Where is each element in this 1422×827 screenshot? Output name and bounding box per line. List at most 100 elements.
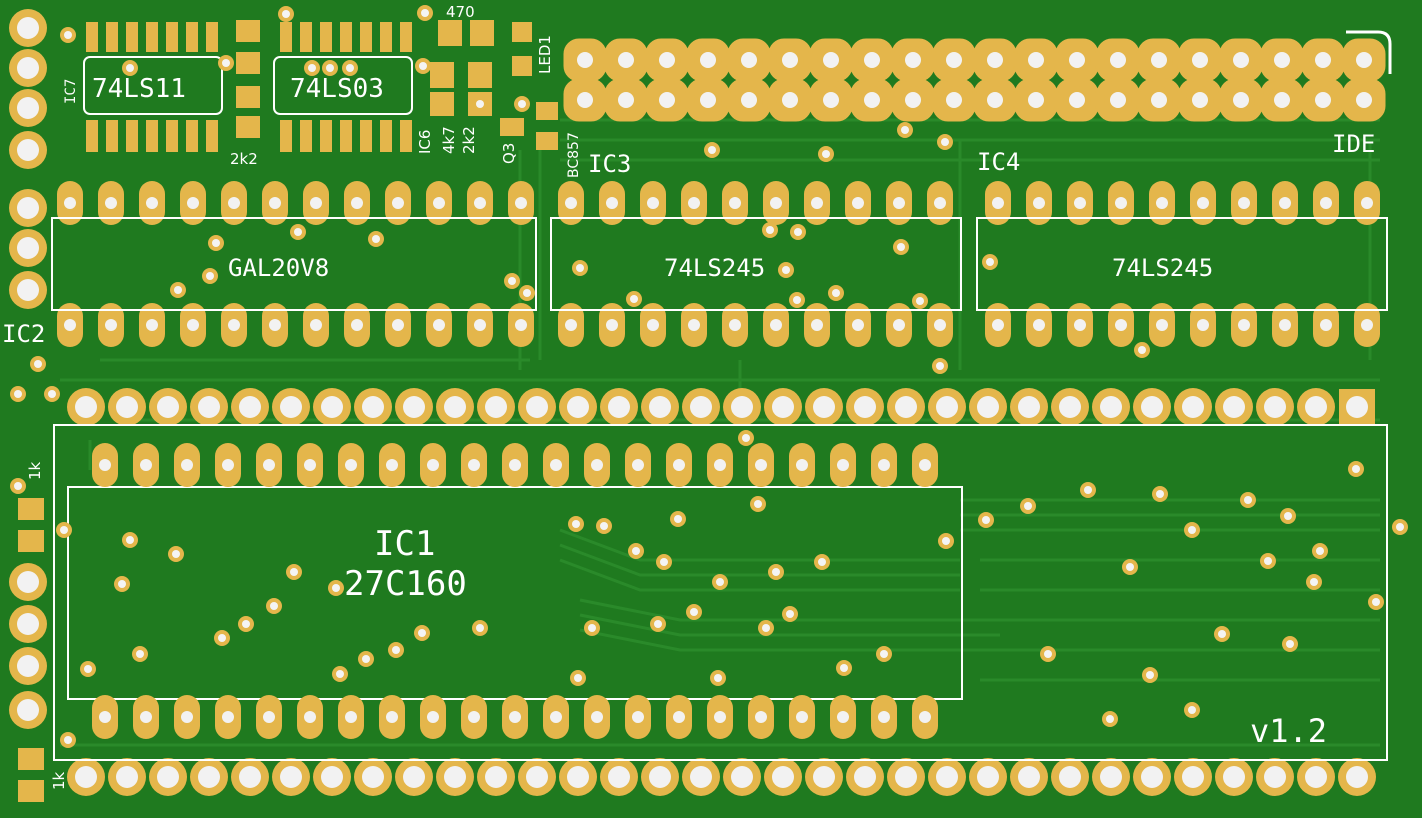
via bbox=[519, 285, 535, 301]
via bbox=[778, 262, 794, 278]
ic1-pin bbox=[666, 695, 692, 739]
ide-pin bbox=[850, 38, 894, 82]
socket-pin bbox=[600, 388, 638, 426]
via bbox=[626, 291, 642, 307]
dip-pin bbox=[1149, 181, 1175, 225]
ide-pin bbox=[1342, 38, 1386, 82]
ic6-ref: IC6 bbox=[416, 130, 434, 154]
ide-pin bbox=[1301, 38, 1345, 82]
socket-pin bbox=[477, 388, 515, 426]
via bbox=[836, 660, 852, 676]
left-pin bbox=[9, 9, 47, 47]
via bbox=[704, 142, 720, 158]
via bbox=[710, 670, 726, 686]
via bbox=[912, 293, 928, 309]
dip-pin bbox=[221, 303, 247, 347]
ide-pin bbox=[563, 38, 607, 82]
via bbox=[122, 532, 138, 548]
ide-pin bbox=[891, 78, 935, 122]
ic1-pin bbox=[871, 443, 897, 487]
via bbox=[417, 5, 433, 21]
via bbox=[1184, 702, 1200, 718]
dip-pin bbox=[927, 181, 953, 225]
dip-pin bbox=[804, 181, 830, 225]
via bbox=[768, 564, 784, 580]
via bbox=[876, 646, 892, 662]
socket-pin bbox=[1051, 758, 1089, 796]
socket-pin bbox=[231, 758, 269, 796]
soic-pad bbox=[400, 120, 412, 152]
dip-pin bbox=[508, 303, 534, 347]
socket-pin bbox=[190, 388, 228, 426]
dip-pin bbox=[57, 181, 83, 225]
via bbox=[1122, 559, 1138, 575]
soic-pad bbox=[106, 22, 118, 52]
ic7-value: 74LS11 bbox=[92, 74, 186, 104]
ide-pin bbox=[1260, 38, 1304, 82]
dip-pin bbox=[262, 181, 288, 225]
ide-pin bbox=[1260, 78, 1304, 122]
via bbox=[1282, 636, 1298, 652]
ic1-pin bbox=[666, 443, 692, 487]
r-4k7-label: 4k7 bbox=[440, 126, 458, 154]
ide-pin bbox=[604, 38, 648, 82]
ide-pin bbox=[809, 78, 853, 122]
ide-pin bbox=[1055, 38, 1099, 82]
soic-pad bbox=[126, 22, 138, 52]
ic4-value: 74LS245 bbox=[1112, 254, 1213, 282]
socket-pin bbox=[846, 388, 884, 426]
soic-pad bbox=[146, 22, 158, 52]
ic1-pin bbox=[707, 443, 733, 487]
dip-pin bbox=[1067, 181, 1093, 225]
left-pin bbox=[9, 229, 47, 267]
ide-pin bbox=[1055, 78, 1099, 122]
via bbox=[1392, 519, 1408, 535]
ic1-pin bbox=[625, 695, 651, 739]
ide-pin bbox=[1014, 38, 1058, 82]
dip-pin bbox=[1108, 303, 1134, 347]
via bbox=[750, 496, 766, 512]
via bbox=[472, 620, 488, 636]
ide-pin bbox=[645, 38, 689, 82]
ide-pin bbox=[1096, 78, 1140, 122]
soic-pad bbox=[166, 120, 178, 152]
dip-pin bbox=[599, 181, 625, 225]
ide-pin bbox=[1137, 38, 1181, 82]
socket-pin bbox=[805, 388, 843, 426]
socket-pin bbox=[928, 758, 966, 796]
dip-pin bbox=[1231, 303, 1257, 347]
dip-pin bbox=[558, 303, 584, 347]
soic-pad bbox=[166, 22, 178, 52]
via bbox=[814, 554, 830, 570]
soic-pad bbox=[186, 120, 198, 152]
ic1-pin bbox=[174, 695, 200, 739]
dip-pin bbox=[763, 181, 789, 225]
via bbox=[1312, 543, 1328, 559]
dip-pin bbox=[385, 303, 411, 347]
ic1-pin bbox=[133, 443, 159, 487]
dip-pin bbox=[180, 303, 206, 347]
via bbox=[388, 642, 404, 658]
dip-pin bbox=[1149, 303, 1175, 347]
ic1-ref: IC1 bbox=[374, 524, 435, 564]
socket-pin bbox=[1256, 758, 1294, 796]
ic-74ls03-value: 74LS03 bbox=[290, 74, 384, 104]
via bbox=[978, 512, 994, 528]
ic3-ref: IC3 bbox=[588, 150, 631, 178]
ic1-pin bbox=[215, 695, 241, 739]
ide-pin bbox=[932, 38, 976, 82]
ide-pin bbox=[1014, 78, 1058, 122]
ic1-pin bbox=[871, 695, 897, 739]
dip-pin bbox=[558, 181, 584, 225]
ic1-pin bbox=[748, 695, 774, 739]
ic2-value: GAL20V8 bbox=[228, 254, 329, 282]
ide-pin bbox=[973, 38, 1017, 82]
ic1-pin bbox=[502, 443, 528, 487]
via bbox=[628, 543, 644, 559]
dip-pin bbox=[722, 303, 748, 347]
socket-pin bbox=[149, 388, 187, 426]
dip-pin bbox=[180, 181, 206, 225]
socket-pin bbox=[1256, 388, 1294, 426]
dip-pin bbox=[1272, 303, 1298, 347]
ic1-pin bbox=[789, 443, 815, 487]
